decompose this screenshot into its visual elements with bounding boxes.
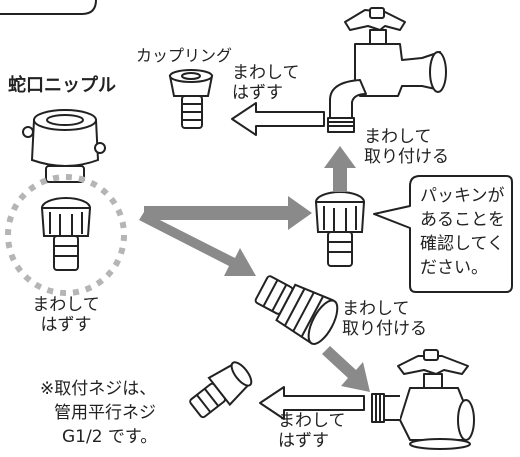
label-remove-bottom-1: まわして (278, 411, 346, 431)
label-remove-left-2: はずす (40, 315, 92, 335)
label-nipple: 蛇口ニップル (8, 75, 116, 96)
adapter-lower-illustration (254, 275, 339, 345)
faucet-top-illustration (327, 7, 447, 133)
connector-bottom-illustration (189, 361, 253, 419)
dotted-circle-highlight (5, 174, 127, 296)
adapter-middle-illustration (314, 191, 366, 267)
note-line-1: ※取付ネジは、 (40, 379, 157, 399)
label-attach-top-2: 取り付ける (364, 147, 449, 167)
label-coupling: カップリング (136, 46, 233, 65)
callout-line-1: パッキンが (420, 186, 505, 206)
callout-line-2: あることを (420, 210, 505, 230)
arrow-remove-top (231, 102, 325, 136)
callout-bubble (373, 175, 513, 293)
label-remove-left-1: まわして (32, 295, 100, 315)
label-attach-mid-2: 取り付ける (342, 319, 427, 339)
nipple-illustration (22, 109, 106, 183)
callout-line-3: 確認してく (420, 234, 504, 254)
arrow-to-bottom-faucet (322, 346, 370, 392)
label-remove-top-2: はずす (232, 83, 283, 103)
label-attach-mid-1: まわして (342, 299, 410, 319)
arrow-remove-bottom (259, 386, 365, 420)
coupling-illustration (168, 69, 214, 129)
arrow-to-middle (144, 196, 312, 230)
note-line-3: G1/2 です。 (62, 427, 158, 447)
label-remove-bottom-2: はずす (278, 431, 329, 451)
note-line-2: 管用平行ネジ (54, 403, 156, 423)
corner-tab-outline (0, 0, 97, 15)
arrow-to-lower (139, 212, 256, 276)
label-attach-top-1: まわして (364, 127, 432, 147)
arrow-attach-up (324, 146, 356, 192)
faucet-bottom-illustration (371, 349, 475, 450)
adapter-in-circle (40, 197, 92, 271)
callout-line-4: ださい。 (420, 258, 488, 278)
label-remove-top-1: まわして (232, 63, 300, 83)
